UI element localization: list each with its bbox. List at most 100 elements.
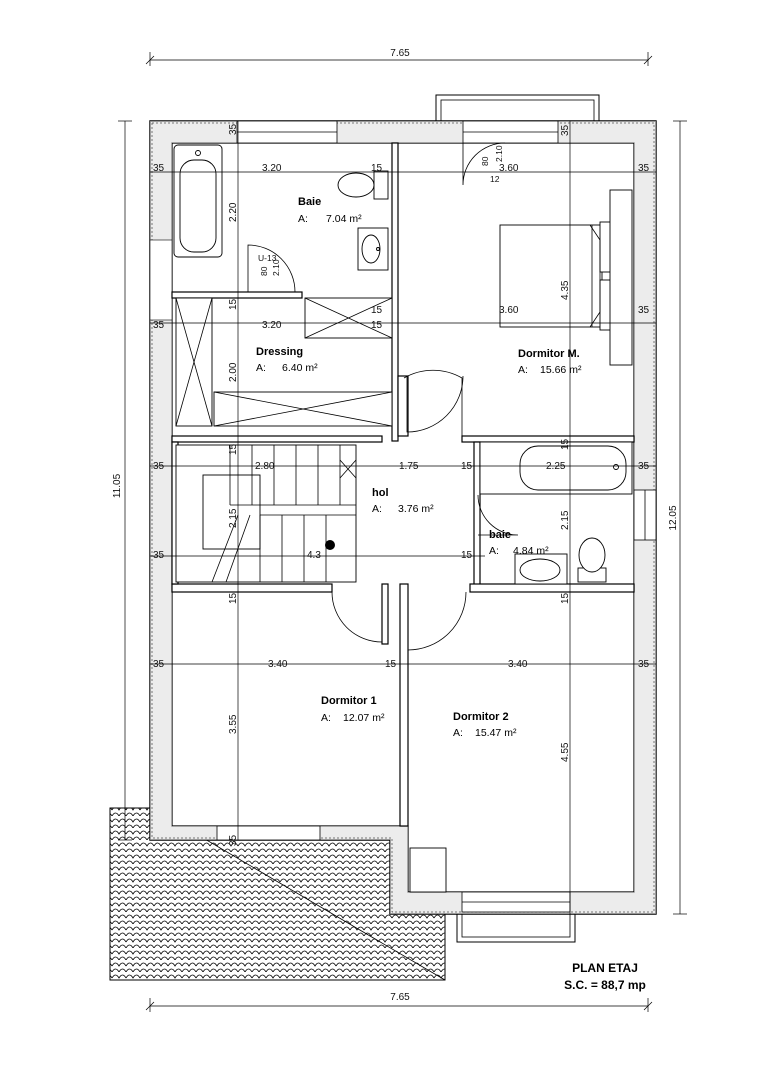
- svg-text:A:: A:: [298, 213, 308, 225]
- svg-text:35: 35: [153, 461, 165, 472]
- svg-text:15: 15: [371, 320, 383, 331]
- svg-text:12.07 m²: 12.07 m²: [343, 712, 385, 724]
- bottom-dimension: 7.65: [145, 992, 653, 1012]
- svg-text:2.15: 2.15: [228, 508, 239, 528]
- svg-text:4.35: 4.35: [560, 280, 571, 300]
- svg-text:35: 35: [638, 659, 650, 670]
- right-height-label: 12.05: [668, 505, 679, 530]
- svg-text:3.20: 3.20: [262, 320, 282, 331]
- svg-text:35: 35: [153, 550, 165, 561]
- svg-text:4.3: 4.3: [307, 550, 321, 561]
- svg-text:35: 35: [560, 124, 571, 136]
- svg-text:15: 15: [461, 550, 473, 561]
- plan-subtitle: S.C. = 88,7 mp: [564, 978, 646, 992]
- svg-text:A:: A:: [372, 503, 382, 515]
- svg-text:3.40: 3.40: [508, 659, 528, 670]
- bottom-width-label: 7.65: [390, 992, 410, 1003]
- svg-text:35: 35: [228, 834, 239, 846]
- svg-text:Dressing: Dressing: [256, 346, 303, 358]
- right-dimension: 12.05: [668, 120, 687, 915]
- svg-text:15: 15: [560, 438, 571, 450]
- svg-text:35: 35: [228, 123, 239, 135]
- svg-text:U-13: U-13: [258, 253, 277, 263]
- svg-text:15: 15: [461, 461, 473, 472]
- room-label-hol: hol A: 3.76 m²: [372, 487, 434, 515]
- svg-text:2.80: 2.80: [255, 461, 275, 472]
- svg-text:35: 35: [638, 163, 650, 174]
- svg-text:35: 35: [153, 320, 165, 331]
- svg-text:35: 35: [153, 163, 165, 174]
- svg-text:2.10: 2.10: [494, 145, 504, 162]
- room-label-dormitor-m: Dormitor M. A: 15.66 m²: [518, 348, 582, 376]
- wardrobe-icon: [175, 297, 393, 427]
- svg-text:35: 35: [153, 659, 165, 670]
- svg-text:baie: baie: [489, 529, 511, 541]
- svg-text:3.60: 3.60: [499, 163, 519, 174]
- plan-title: PLAN ETAJ: [572, 961, 638, 975]
- svg-text:6.40 m²: 6.40 m²: [282, 362, 318, 374]
- svg-text:4.55: 4.55: [560, 742, 571, 762]
- svg-text:12: 12: [490, 174, 500, 184]
- svg-text:80: 80: [480, 156, 490, 166]
- inner-dimension-texts: 35 3.20 15 3.60 35 35 3.20 15 15 3.60 35…: [153, 123, 650, 846]
- chimney-box: [409, 847, 447, 893]
- svg-text:3.55: 3.55: [228, 714, 239, 734]
- svg-text:Dormitor 2: Dormitor 2: [453, 711, 509, 723]
- svg-text:Dormitor 1: Dormitor 1: [321, 695, 377, 707]
- svg-text:3.20: 3.20: [262, 163, 282, 174]
- top-width-label: 7.65: [390, 48, 410, 59]
- svg-text:hol: hol: [372, 487, 389, 499]
- svg-text:15: 15: [560, 592, 571, 604]
- windows: [149, 120, 657, 913]
- svg-text:Dormitor M.: Dormitor M.: [518, 348, 580, 360]
- top-balcony: [435, 94, 600, 122]
- svg-text:15: 15: [228, 443, 239, 455]
- svg-text:15: 15: [228, 298, 239, 310]
- svg-text:2.25: 2.25: [546, 461, 566, 472]
- room-label-dressing: Dressing A: 6.40 m²: [256, 346, 318, 374]
- svg-text:3.76 m²: 3.76 m²: [398, 503, 434, 515]
- left-height-label: 11.05: [112, 473, 123, 498]
- svg-text:35: 35: [638, 305, 650, 316]
- svg-text:A:: A:: [453, 727, 463, 739]
- top-dimension: 7.65: [145, 48, 653, 66]
- room-label-dormitor-2: Dormitor 2 A: 15.47 m²: [453, 711, 517, 739]
- svg-text:15.66 m²: 15.66 m²: [540, 364, 582, 376]
- svg-text:2.10: 2.10: [271, 259, 281, 276]
- small-sink-icon: [514, 553, 568, 585]
- svg-text:A:: A:: [489, 545, 499, 557]
- svg-text:Baie: Baie: [298, 196, 321, 208]
- svg-text:2.00: 2.00: [228, 362, 239, 382]
- left-dimension: 11.05: [112, 120, 132, 841]
- svg-text:2.15: 2.15: [560, 510, 571, 530]
- svg-text:A:: A:: [518, 364, 528, 376]
- shower-icon: [304, 297, 393, 339]
- bed-icon: [499, 189, 633, 366]
- staircase-icon: [175, 444, 357, 583]
- svg-text:1.75: 1.75: [399, 461, 419, 472]
- room-label-baie-small: baie A: 4.84 m²: [489, 529, 549, 557]
- bathtub-icon: [173, 144, 223, 258]
- svg-text:4.84 m²: 4.84 m²: [513, 545, 549, 557]
- sink-icon: [357, 227, 389, 271]
- svg-text:15: 15: [385, 659, 397, 670]
- svg-text:80: 80: [259, 266, 269, 276]
- small-bathtub-icon: [479, 441, 633, 495]
- bottom-balcony: [456, 911, 576, 943]
- svg-text:15: 15: [371, 163, 383, 174]
- svg-text:15: 15: [228, 592, 239, 604]
- toilet-icon: [337, 170, 389, 200]
- svg-text:15: 15: [371, 305, 383, 316]
- svg-text:7.04 m²: 7.04 m²: [326, 213, 362, 225]
- svg-text:A:: A:: [321, 712, 331, 724]
- room-label-baie: Baie A: 7.04 m²: [298, 196, 362, 225]
- svg-text:35: 35: [638, 461, 650, 472]
- inner-dimension-lines: [150, 121, 656, 914]
- svg-text:A:: A:: [256, 362, 266, 374]
- svg-text:2.20: 2.20: [228, 202, 239, 222]
- small-toilet-icon: [577, 537, 607, 583]
- doors: [247, 142, 519, 651]
- interior-walls: [171, 142, 635, 827]
- svg-text:3.60: 3.60: [499, 305, 519, 316]
